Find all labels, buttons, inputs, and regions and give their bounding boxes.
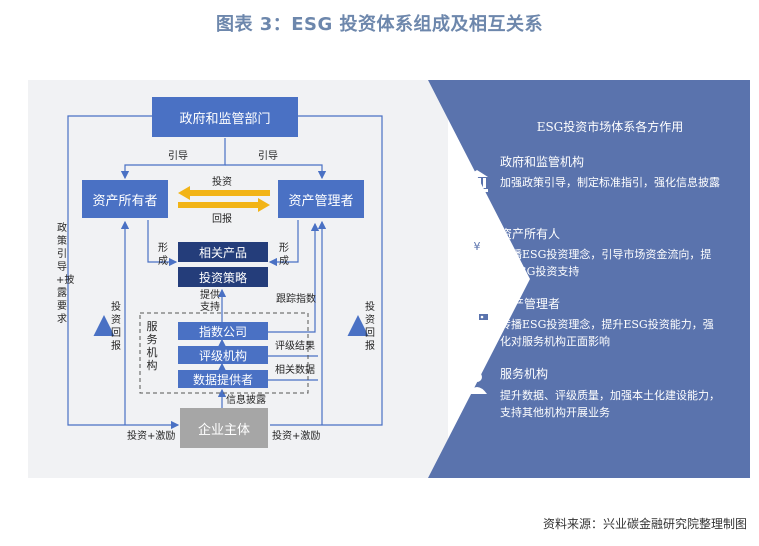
roles-panel: ESG投资市场体系各方作用 政府和监管机构 加强政策引导，制定标准指引，强化信息… [420,80,750,478]
person-icon [467,372,487,394]
invest-return-left-label: 投资回报 [111,302,121,352]
source-note: 资料来源：兴业碳金融研究院整理制图 [542,517,747,531]
return-label: 回报 [212,214,232,225]
data-provider-box: 数据提供者 [178,370,268,388]
role-heading-gov: 政府和监管机构 [500,155,585,169]
asset-owner-box: 资产所有者 [82,180,168,218]
gov-box: 政府和监管部门 [152,97,298,137]
related-products-box: 相关产品 [178,242,268,262]
enterprise-box: 企业主体 [180,408,268,448]
figure-title: 图表 3：ESG 投资体系组成及相互关系 [215,14,544,35]
invest-label: 投资 [212,177,232,188]
index-company-box: 指数公司 [178,322,268,340]
guide-right-label: 引导 [258,151,278,162]
form-right-label: 形成 [279,243,289,267]
invest-return-right-label: 投资回报 [365,302,375,352]
role-desc-gov: 加强政策引导，制定标准指引，强化信息披露 [500,176,720,189]
roles-panel-background [428,80,750,478]
role-heading-owner: 资产所有人 [500,227,561,241]
wallet-icon [466,308,488,325]
role-desc-manager: 传播ESG投资理念，提升ESG投资能力，强化对服务机构正面影响 [500,318,714,348]
form-left-label: 形成 [158,243,168,267]
policy-guide-label: 政策引导+披露要求 [56,223,75,325]
asset-manager-box: 资产管理者 [278,180,364,218]
invest-incentive-right-label: 投资+激励 [272,431,321,442]
info-disclosure-label: 信息披露 [226,395,266,406]
related-data-label: 相关数据 [275,365,315,376]
track-index-label: 跟踪指数 [276,294,316,305]
role-heading-service: 服务机构 [500,367,549,381]
yuan-coin-hand-icon: ¥ [466,237,488,260]
rating-result-label: 评级结果 [275,341,315,352]
rating-agency-box: 评级机构 [178,346,268,364]
role-desc-owner: 传播ESG投资理念，引导市场资金流向，提供ESG投资支持 [500,248,712,278]
invest-incentive-left-label: 投资+激励 [127,431,176,442]
government-building-icon [466,170,488,192]
investment-strategy-box: 投资策略 [178,267,268,287]
role-desc-service: 提升数据、评级质量，加强本土化建设能力，支持其他机构开展业务 [500,389,720,419]
support-label: 提供支持 [200,290,220,313]
service-group-label: 服务机构 [146,320,158,372]
roles-panel-title: ESG投资市场体系各方作用 [536,120,684,134]
role-heading-manager: 资产管理者 [500,297,561,311]
guide-left-label: 引导 [168,151,188,162]
svg-text:¥: ¥ [474,240,481,253]
